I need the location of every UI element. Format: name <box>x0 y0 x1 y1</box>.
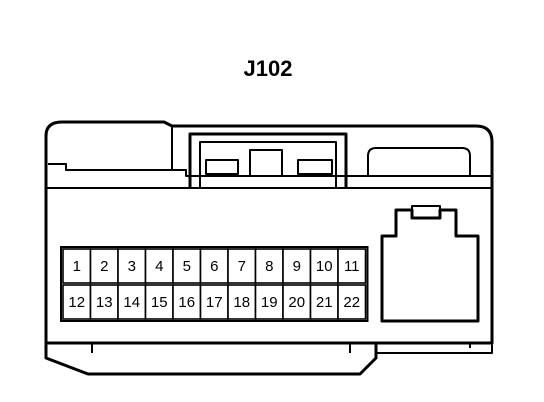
pin-label-14: 14 <box>123 294 140 311</box>
pin-cavity-16 <box>172 284 202 320</box>
pin-label-18: 18 <box>233 294 250 311</box>
pin-label-11: 11 <box>344 258 360 275</box>
pin-cavity-19 <box>254 284 284 320</box>
pin-label-22: 22 <box>343 294 360 311</box>
pin-label-19: 19 <box>261 294 278 311</box>
pin-label-20: 20 <box>288 294 305 311</box>
pin-cavity-17 <box>199 284 229 320</box>
pin-label-21: 21 <box>316 294 333 311</box>
pin-cavity-12 <box>62 284 92 320</box>
pin-label-13: 13 <box>96 294 113 311</box>
pin-cavity-10 <box>309 248 339 284</box>
pin-label-1: 1 <box>73 258 81 275</box>
pin-cavity-15 <box>144 284 174 320</box>
connector-title: J102 <box>244 56 293 81</box>
pin-cavity-7 <box>227 248 257 284</box>
pin-label-17: 17 <box>206 294 223 311</box>
pin-label-8: 8 <box>265 258 273 275</box>
pin-label-4: 4 <box>155 258 163 275</box>
pin-label-16: 16 <box>178 294 195 311</box>
pin-label-2: 2 <box>100 258 108 275</box>
pin-label-5: 5 <box>183 258 191 275</box>
pin-cavity-22 <box>337 284 367 320</box>
pin-cavity-11 <box>337 248 367 284</box>
pin-label-12: 12 <box>68 294 85 311</box>
pin-cavity-13 <box>89 284 119 320</box>
pin-label-6: 6 <box>210 258 218 275</box>
pin-label-3: 3 <box>128 258 136 275</box>
pin-label-15: 15 <box>151 294 168 311</box>
pin-grid-frame <box>60 246 369 322</box>
connector-housing <box>44 120 494 376</box>
pin-label-9: 9 <box>293 258 301 275</box>
pin-label-10: 10 <box>316 258 333 275</box>
pin-label-7: 7 <box>238 258 246 275</box>
